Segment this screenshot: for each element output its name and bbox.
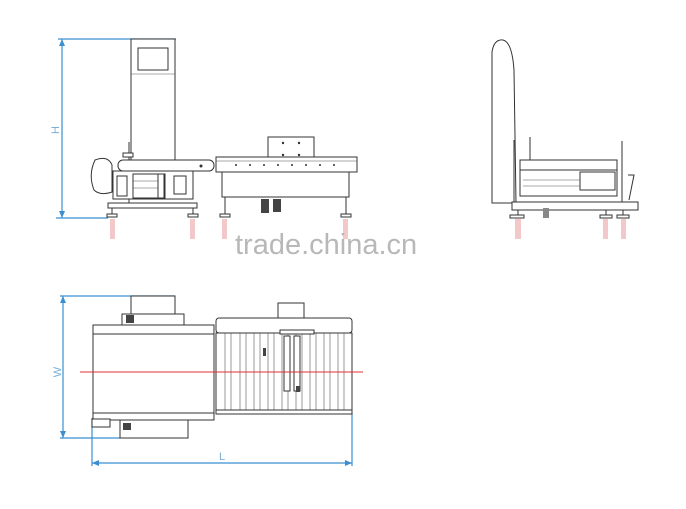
display-screen <box>137 47 169 71</box>
weighing-belt-top <box>92 333 215 414</box>
side-view <box>491 39 639 239</box>
solenoid <box>273 199 281 212</box>
length-label: L <box>219 451 225 463</box>
motor-box-top <box>119 419 189 439</box>
roller-table <box>215 156 358 173</box>
height-label: H <box>50 126 62 134</box>
solenoid <box>261 199 269 213</box>
reject-box <box>267 136 315 159</box>
reject-body <box>221 171 350 198</box>
conveyor-side <box>519 159 618 171</box>
base-frame <box>107 202 198 209</box>
motor <box>90 157 113 195</box>
front-view: H <box>50 38 358 239</box>
watermark: trade.china.cn <box>235 229 417 261</box>
base-frame-side <box>511 201 639 211</box>
foot <box>106 208 199 218</box>
width-label: W <box>52 366 64 377</box>
reject-box-top <box>277 302 305 319</box>
column-side <box>491 39 517 204</box>
top-view: W L <box>52 295 363 466</box>
